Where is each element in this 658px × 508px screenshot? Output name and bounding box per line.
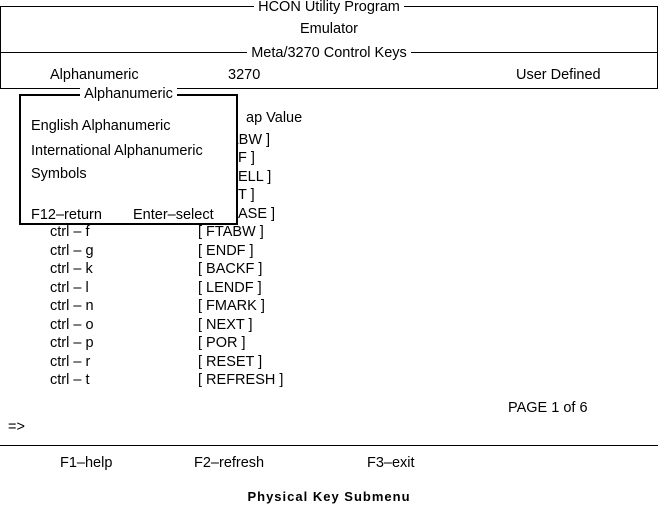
row-key: ctrl – f xyxy=(50,224,90,240)
row-value[interactable]: [ FMARK ] xyxy=(198,298,265,314)
row-value[interactable]: [ NEXT ] xyxy=(198,317,253,333)
row-key: ctrl – t xyxy=(50,372,90,388)
row-value[interactable]: [ REFRESH ] xyxy=(198,372,284,388)
row-value[interactable]: [ POR ] xyxy=(198,335,246,351)
row-key: ctrl – n xyxy=(50,298,94,314)
program-title-wrap: HCON Utility Program xyxy=(0,0,658,16)
subtitle-wrap: Emulator xyxy=(0,20,658,38)
alphanumeric-popup: Alphanumeric English Alphanumeric Intern… xyxy=(19,86,238,225)
popup-title-wrap: Alphanumeric xyxy=(21,85,236,103)
row-value[interactable]: [ LENDF ] xyxy=(198,280,262,296)
program-title: HCON Utility Program xyxy=(254,0,404,15)
subtitle: Emulator xyxy=(299,21,359,37)
popup-select-key[interactable]: Enter–select xyxy=(133,207,214,223)
frame-left xyxy=(0,6,1,89)
f1-help-key[interactable]: F1–help xyxy=(60,455,113,471)
column-3270[interactable]: 3270 xyxy=(228,67,261,83)
option-symbols[interactable]: Symbols xyxy=(31,166,87,182)
row-key: ctrl – p xyxy=(50,335,94,351)
page-indicator: PAGE 1 of 6 xyxy=(508,400,588,416)
row-key: ctrl – l xyxy=(50,280,89,296)
row-key: ctrl – o xyxy=(50,317,94,333)
list-header-partial: ap Value xyxy=(246,110,303,126)
column-alphanumeric[interactable]: Alphanumeric xyxy=(50,67,139,83)
command-prompt[interactable]: => xyxy=(8,419,25,435)
section-title-wrap: Meta/3270 Control Keys xyxy=(0,44,658,62)
list-item[interactable]: ABW ] xyxy=(229,132,271,148)
list-item[interactable]: F ] xyxy=(238,150,255,166)
column-user-defined[interactable]: User Defined xyxy=(516,67,601,83)
section-title: Meta/3270 Control Keys xyxy=(247,45,411,61)
row-value[interactable]: [ BACKF ] xyxy=(198,261,263,277)
row-key: ctrl – g xyxy=(50,243,94,259)
divider-line xyxy=(0,88,658,89)
f2-refresh-key[interactable]: F2–refresh xyxy=(194,455,265,471)
list-item[interactable]: T ] xyxy=(238,187,255,203)
figure-caption: Physical Key Submenu xyxy=(247,489,411,504)
row-key: ctrl – k xyxy=(50,261,93,277)
popup-title: Alphanumeric xyxy=(80,86,177,102)
row-value[interactable]: [ ENDF ] xyxy=(198,243,254,259)
option-english-alphanumeric[interactable]: English Alphanumeric xyxy=(31,118,171,134)
list-item[interactable]: ELL ] xyxy=(238,169,272,185)
popup-return-key[interactable]: F12–return xyxy=(31,207,102,223)
row-value[interactable]: [ RESET ] xyxy=(198,354,263,370)
option-international-alphanumeric[interactable]: International Alphanumeric xyxy=(31,143,203,159)
row-value[interactable]: [ FTABW ] xyxy=(198,224,264,240)
f3-exit-key[interactable]: F3–exit xyxy=(367,455,415,471)
row-key: ctrl – r xyxy=(50,354,91,370)
list-item[interactable]: ASE ] xyxy=(238,206,276,222)
